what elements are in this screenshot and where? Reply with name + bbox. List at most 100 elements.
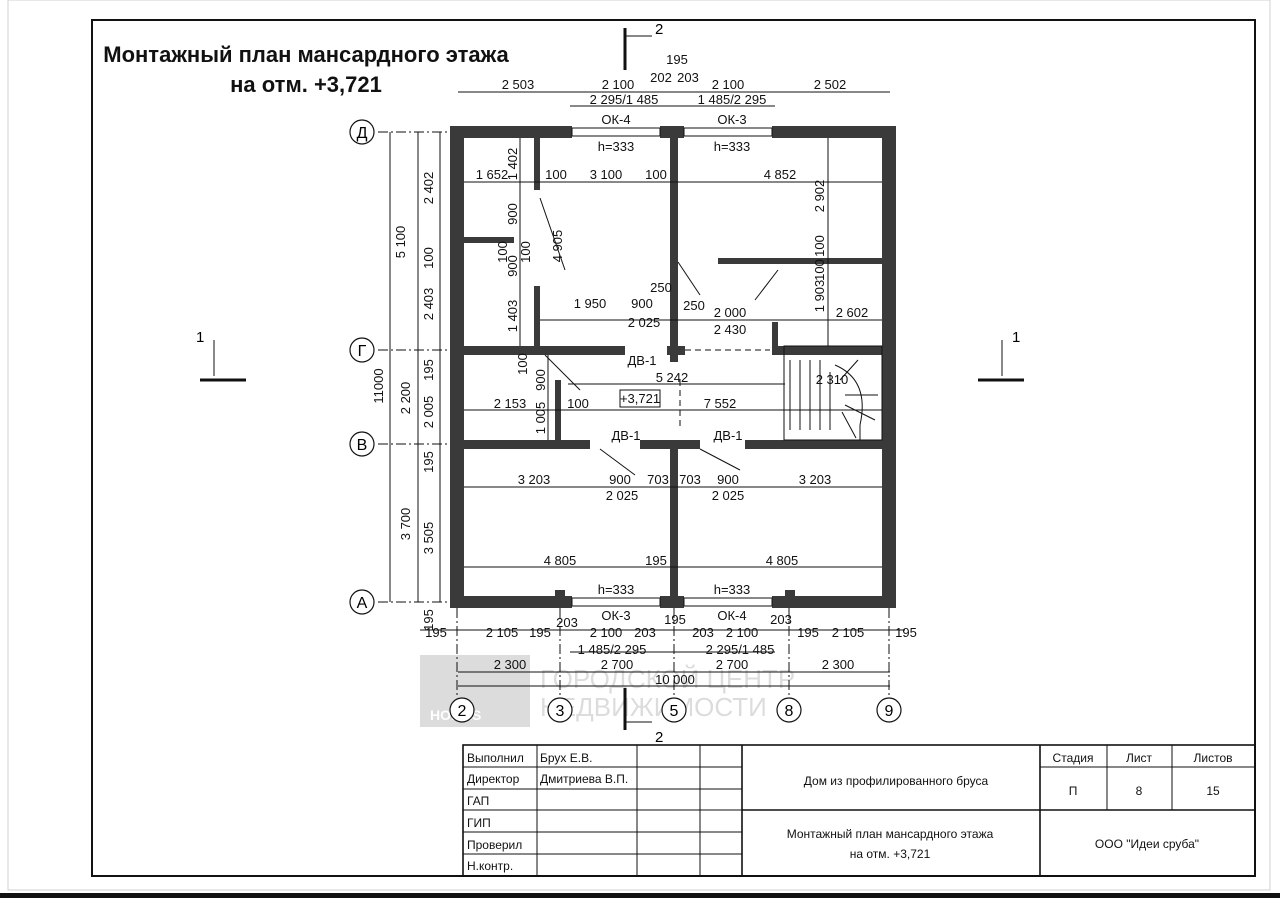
axis-label-v: В bbox=[357, 437, 368, 454]
stair-box bbox=[783, 345, 883, 441]
tb-stage-label: Стадия bbox=[1053, 751, 1094, 765]
bottom-dim-6: 203 bbox=[692, 625, 714, 640]
top-dim-3: 202 bbox=[650, 70, 672, 85]
int-dim-2: 100 bbox=[545, 167, 567, 182]
tb-stage: П bbox=[1069, 784, 1078, 798]
left-dim-outer-1: 5 100 bbox=[393, 226, 408, 259]
window-top-left bbox=[571, 127, 661, 137]
left-dim-outer-total: 11000 bbox=[371, 368, 386, 403]
left-dim-inner-3: 2 403 bbox=[421, 288, 436, 321]
top-dim-row2-1: 2 295/1 485 bbox=[590, 92, 659, 107]
int-dim-20: 2 430 bbox=[714, 322, 747, 337]
int-dim-11: 900 bbox=[505, 255, 520, 277]
left-dim-outer-3: 3 700 bbox=[398, 508, 413, 541]
axis-lines bbox=[378, 131, 890, 696]
dimension-lines bbox=[389, 91, 905, 687]
axis-bubble-d bbox=[349, 119, 375, 145]
section-label-left: 1 bbox=[196, 329, 204, 346]
int-dim-23: 1 403 bbox=[505, 300, 520, 333]
int-dim-12: 4 905 bbox=[550, 230, 565, 263]
int-dim-15: 1 950 bbox=[574, 296, 607, 311]
bottom-bar bbox=[0, 893, 1280, 898]
page-edge bbox=[7, 0, 1271, 891]
top-dimensions: 2 503 2 100 202 203 2 100 2 502 195 2 29… bbox=[502, 52, 847, 154]
int-dim-29: 2 153 bbox=[494, 396, 527, 411]
stair-curve bbox=[834, 364, 863, 440]
top-dim-6: 2 502 bbox=[814, 77, 847, 92]
left-dim-inner-7: 3 505 bbox=[421, 522, 436, 555]
wall-center-upper bbox=[670, 126, 678, 362]
tb-sheet-label: Лист bbox=[1126, 751, 1153, 765]
watermark-line-1: ГОРОДСКОЙ ЦЕНТР bbox=[540, 664, 795, 694]
top-window-1: ОК-4 bbox=[601, 112, 630, 127]
bottom-height-1: h=333 bbox=[598, 582, 635, 597]
axis-label-g: Г bbox=[358, 343, 367, 360]
axis-bubble-v bbox=[349, 431, 375, 457]
left-dim-inner-5: 2 005 bbox=[421, 396, 436, 429]
axis-bubble-3 bbox=[547, 697, 573, 723]
left-dim-inner-8: 195 bbox=[421, 609, 436, 631]
partition-2 bbox=[534, 286, 540, 348]
bottom-dim-row3-3: 2 700 bbox=[716, 657, 749, 672]
tb-name-2: Дмитриева В.П. bbox=[540, 772, 628, 786]
door-line-5 bbox=[599, 448, 636, 476]
bottom-small-3: 203 bbox=[770, 612, 792, 627]
wall-g-right bbox=[772, 346, 896, 355]
int-dim-4: 100 bbox=[645, 167, 667, 182]
int-dim-30: 100 bbox=[567, 396, 589, 411]
wall-top-c bbox=[772, 126, 896, 138]
axis-label-3: 3 bbox=[556, 703, 565, 720]
int-dim-5: 4 852 bbox=[764, 167, 797, 182]
bottom-dim-row3-1: 2 300 bbox=[494, 657, 527, 672]
int-dim-39: 900 bbox=[717, 472, 739, 487]
tb-sheets: 15 bbox=[1206, 784, 1220, 798]
top-window-2: ОК-3 bbox=[717, 112, 746, 127]
int-dim-18: 250 bbox=[683, 298, 705, 313]
int-dim-40: 3 203 bbox=[799, 472, 832, 487]
int-dim-37: 703 bbox=[647, 472, 669, 487]
axis-label-2: 2 bbox=[458, 703, 467, 720]
int-dim-38: 703 bbox=[679, 472, 701, 487]
tb-project: Дом из профилированного бруса bbox=[804, 774, 989, 788]
bottom-dim-2: 2 105 bbox=[486, 625, 519, 640]
bottom-dim-10: 195 bbox=[895, 625, 917, 640]
bottom-dim-5: 203 bbox=[634, 625, 656, 640]
int-dim-27: 5 242 bbox=[656, 370, 689, 385]
tb-sheet-title-1: Монтажный план мансардного этажа bbox=[787, 827, 994, 841]
bottom-window-1: ОК-3 bbox=[601, 608, 630, 623]
top-dim-extra: 195 bbox=[666, 52, 688, 67]
section-labels: 1 1 2 2 bbox=[196, 21, 1020, 746]
section-label-bottom: 2 bbox=[655, 729, 663, 746]
drawing-title-line-2: на отм. +3,721 bbox=[230, 72, 382, 97]
axis-label-8: 8 bbox=[785, 703, 794, 720]
int-dim-21: 1 903 bbox=[812, 280, 827, 313]
bottom-dimensions: 195 2 105 195 2 100 203 203 2 100 195 2 … bbox=[425, 582, 917, 687]
top-dim-2: 2 100 bbox=[602, 77, 635, 92]
int-door-2: ДВ-1 bbox=[611, 428, 640, 443]
int-dim-22: 2 602 bbox=[836, 305, 869, 320]
tb-sheet-title-2: на отм. +3,721 bbox=[850, 847, 931, 861]
door-line-1 bbox=[539, 197, 566, 271]
wall-top-a bbox=[450, 126, 572, 138]
wall-bottom-c bbox=[772, 596, 896, 608]
bottom-dim-row2-2: 2 295/1 485 bbox=[706, 642, 775, 657]
section-marks bbox=[200, 28, 1024, 730]
int-dim-35: 3 203 bbox=[518, 472, 551, 487]
int-dim-7: 2 902 bbox=[812, 180, 827, 213]
bottom-small-2: 195 bbox=[664, 612, 686, 627]
elevation-mark: +3,721 bbox=[620, 391, 660, 406]
bottom-dim-7: 2 100 bbox=[726, 625, 759, 640]
window-bottom-right bbox=[683, 597, 773, 607]
int-dim-36: 900 bbox=[609, 472, 631, 487]
axis-label-5: 5 bbox=[670, 703, 679, 720]
axis-labels: Д Г В А 2 3 5 8 9 bbox=[357, 125, 894, 720]
top-height-2: h=333 bbox=[714, 139, 751, 154]
top-dim-1: 2 503 bbox=[502, 77, 535, 92]
axis-label-d: Д bbox=[357, 125, 368, 142]
partition-3 bbox=[464, 237, 514, 243]
int-dim-9: 900 bbox=[505, 203, 520, 225]
section-label-right: 1 bbox=[1012, 329, 1020, 346]
left-dim-outer-2: 2 200 bbox=[398, 382, 413, 415]
section-label-top: 2 bbox=[655, 21, 663, 38]
bottom-dim-row2-1: 1 485/2 295 bbox=[578, 642, 647, 657]
